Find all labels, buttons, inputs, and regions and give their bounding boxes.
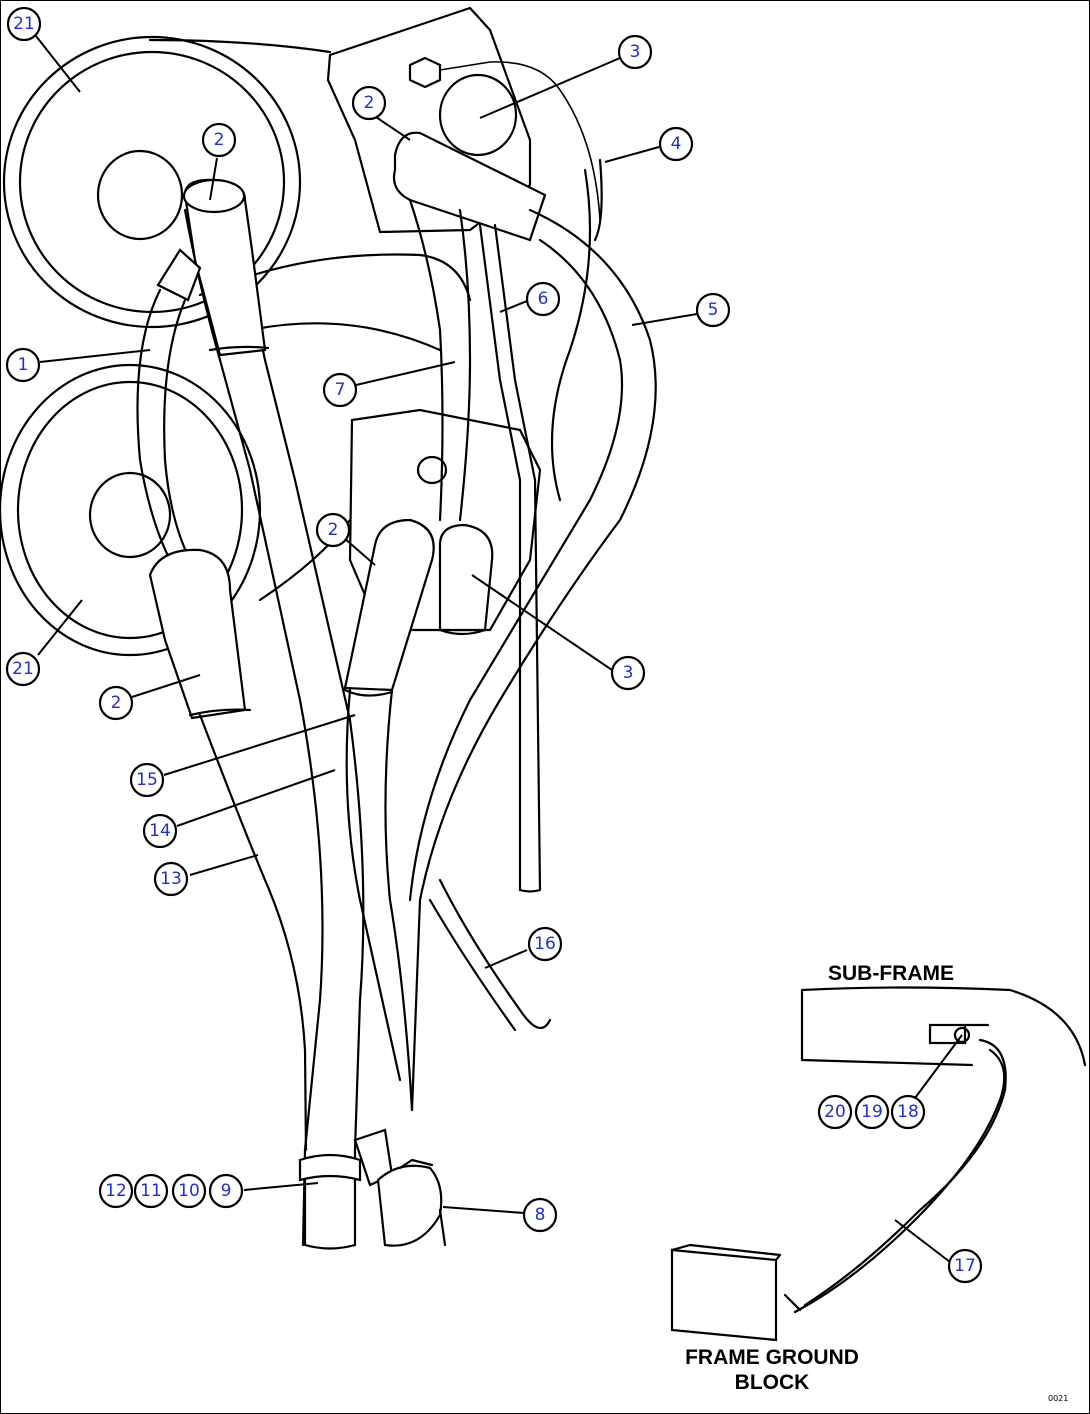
lower-pulley [0,363,262,657]
boot-lower-left [148,548,247,720]
svg-text:2: 2 [364,93,375,113]
boot-middle [343,518,435,692]
callout-7: 7 [322,372,358,408]
svg-text:7: 7 [335,380,346,400]
svg-text:3: 3 [630,42,641,62]
frame-ground-label-line2: BLOCK [735,1371,810,1394]
callout-2: 2 [98,685,134,721]
svg-text:21: 21 [12,659,34,679]
svg-text:21: 21 [13,14,35,34]
lead-5 [408,208,657,1112]
svg-text:16: 16 [534,934,556,954]
boot-upper-right [392,131,547,242]
callouts: 21 2 3 2 4 6 5 1 7 2 3 21 2 15 14 13 16 … [5,6,983,1284]
callout-3: 3 [617,34,653,70]
boot-3-lower [438,523,494,632]
callout-20: 20 [817,1094,853,1130]
svg-text:17: 17 [954,1256,976,1276]
svg-text:6: 6 [538,289,549,309]
callout-9: 9 [208,1173,244,1209]
svg-text:8: 8 [535,1205,546,1225]
svg-text:11: 11 [140,1181,162,1201]
callout-10: 10 [171,1173,207,1209]
sub-frame-inset [670,986,1087,1342]
svg-text:14: 14 [149,821,171,841]
callout-5: 5 [695,292,731,328]
callout-8: 8 [522,1197,558,1233]
svg-text:20: 20 [824,1102,846,1122]
callout-2: 2 [351,85,387,121]
svg-text:12: 12 [105,1181,127,1201]
svg-text:5: 5 [708,300,719,320]
svg-text:2: 2 [328,520,339,540]
callout-2: 2 [315,512,351,548]
svg-text:10: 10 [178,1181,200,1201]
svg-text:9: 9 [221,1181,232,1201]
callout-14: 14 [142,813,178,849]
svg-text:13: 13 [160,869,182,889]
callout-15: 15 [129,762,165,798]
callout-13: 13 [153,861,189,897]
figure-code: 0021 [1048,1394,1068,1403]
svg-text:3: 3 [623,663,634,683]
frame-ground-label-line1: FRAME GROUND [685,1346,859,1369]
callout-2: 2 [201,122,237,158]
lead-13 [182,178,365,1247]
svg-text:1: 1 [18,355,29,375]
svg-text:4: 4 [671,134,682,154]
callout-21: 21 [5,651,41,687]
svg-text:15: 15 [136,770,158,790]
callout-12: 12 [98,1173,134,1209]
sub-frame-label: SUB-FRAME [828,962,954,985]
callout-18: 18 [890,1094,926,1130]
svg-text:2: 2 [214,130,225,150]
callout-16: 16 [527,926,563,962]
clamps [298,1128,447,1250]
callout-6: 6 [525,281,561,317]
svg-text:18: 18 [897,1102,919,1122]
svg-text:19: 19 [861,1102,883,1122]
callout-21: 21 [6,6,42,42]
callout-17: 17 [947,1248,983,1284]
callout-3: 3 [610,655,646,691]
callout-11: 11 [133,1173,169,1209]
leader-lines [35,35,963,1263]
callout-1: 1 [5,347,41,383]
callout-19: 19 [854,1094,890,1130]
svg-text:2: 2 [111,693,122,713]
callout-4: 4 [658,126,694,162]
